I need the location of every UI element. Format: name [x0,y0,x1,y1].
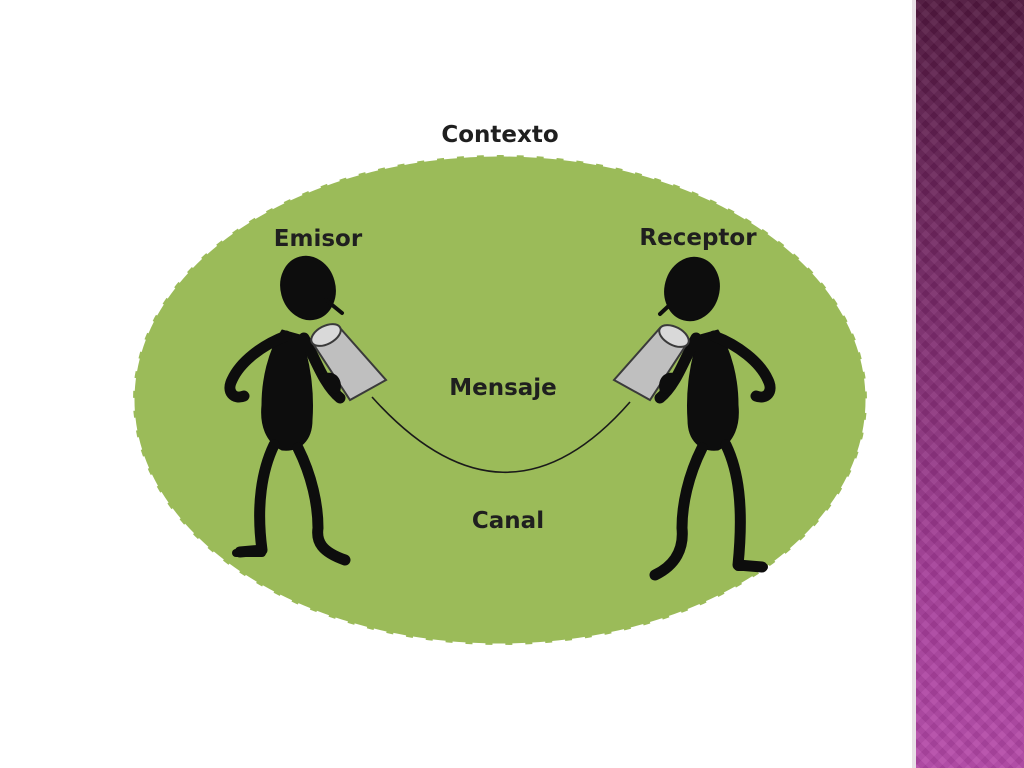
string-channel [371,396,631,473]
decorative-side-band [912,0,1024,768]
context-label: Contexto [441,122,558,148]
receiver-figure [649,256,776,581]
message-label: Mensaje [449,375,557,401]
communication-diagram: Contexto Emisor Receptor Mensaje Canal [131,122,869,647]
sender-label: Emisor [274,226,363,252]
receiver-label: Receptor [639,225,757,251]
channel-label: Canal [472,508,544,534]
receiver-hand [659,372,680,394]
receiver-can [612,324,690,402]
sender-hand [320,372,341,394]
sender-figure [224,255,351,566]
side-band-edge [912,0,916,768]
